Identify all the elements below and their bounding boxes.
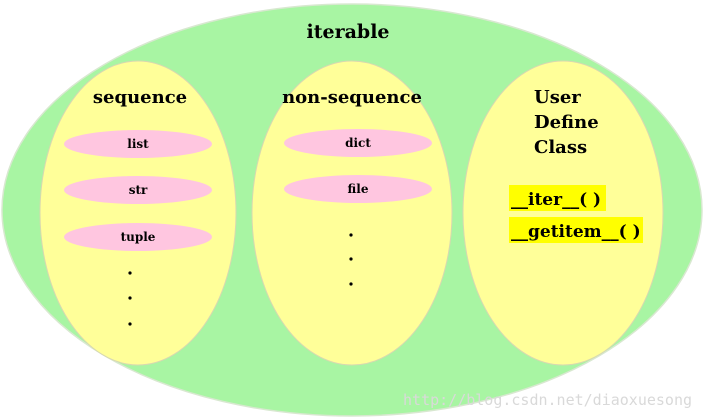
non-sequence-more-dot [349, 233, 353, 237]
dict-item-ellipse [284, 129, 432, 157]
getitem-method-label: __getitem__( ) [511, 222, 641, 242]
list-item-label: list [127, 137, 149, 151]
sequence-label: sequence [93, 87, 187, 108]
sequence-group: sequence list str tuple [39, 60, 237, 366]
user-define-class-group: User Define Class __iter__( ) __getitem_… [462, 60, 664, 366]
user-define-class-ellipse [462, 60, 664, 366]
sequence-more-dot [128, 322, 132, 326]
non-sequence-more-dot [349, 257, 353, 261]
sequence-more-dot [128, 271, 132, 275]
dict-item-label: dict [345, 136, 371, 150]
tuple-item-ellipse [64, 223, 212, 251]
file-item-label: file [348, 182, 369, 196]
str-item-label: str [129, 183, 148, 197]
non-sequence-group: non-sequence dict file [251, 60, 453, 366]
sequence-more-dot [128, 296, 132, 300]
non-sequence-label: non-sequence [282, 87, 422, 108]
iter-method-highlight [509, 185, 606, 211]
iterable-label: iterable [307, 21, 390, 43]
tuple-item-label: tuple [121, 230, 156, 244]
list-item-ellipse [64, 130, 212, 158]
user-define-class-label-line: Class [534, 137, 587, 158]
iter-method-label: __iter__( ) [511, 190, 601, 210]
user-define-class-label-line: User [534, 87, 581, 108]
non-sequence-more-dot [349, 282, 353, 286]
watermark-text: http://blog.csdn.net/diaoxuesong [403, 391, 692, 409]
file-item-ellipse [284, 175, 432, 203]
getitem-method-highlight [509, 217, 643, 243]
str-item-ellipse [64, 176, 212, 204]
user-define-class-label-line: Define [534, 112, 599, 133]
